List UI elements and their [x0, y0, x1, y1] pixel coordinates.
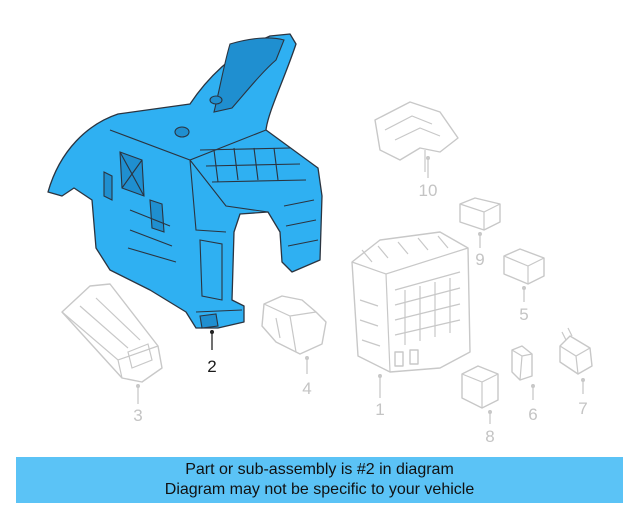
part-5-relay[interactable]: [503, 248, 545, 285]
leader-dot-6: [531, 384, 535, 388]
part-8-relay[interactable]: [461, 365, 499, 409]
callout-4[interactable]: 4: [302, 379, 311, 398]
callout-5[interactable]: 5: [519, 305, 528, 324]
info-banner: Part or sub-assembly is #2 in diagram Di…: [16, 457, 623, 503]
leader-dot-2: [210, 330, 214, 334]
callout-6[interactable]: 6: [528, 405, 537, 424]
banner-line-disclaimer: Diagram may not be specific to your vehi…: [164, 481, 475, 498]
part-7-fuse[interactable]: [559, 327, 593, 375]
leader-dot-10: [426, 156, 430, 160]
callout-9[interactable]: 9: [475, 250, 484, 269]
callout-8[interactable]: 8: [485, 427, 494, 446]
banner-line-part: Part or sub-assembly is #2 in diagram: [185, 461, 454, 478]
leader-dot-7: [581, 378, 585, 382]
part-2-bracket[interactable]: [47, 33, 323, 329]
part-9-relay[interactable]: [459, 197, 501, 231]
part-10-bracket[interactable]: [374, 101, 459, 172]
callout-10[interactable]: 10: [419, 181, 438, 200]
callout-3[interactable]: 3: [133, 406, 142, 425]
part-6-connector[interactable]: [511, 345, 533, 381]
leader-dot-1: [378, 374, 382, 378]
leader-dot-5: [522, 286, 526, 290]
callout-2[interactable]: 2: [207, 357, 216, 376]
parts-diagram: 10 9 5 1 6 7: [47, 33, 593, 446]
leader-dot-9: [478, 232, 482, 236]
callout-1[interactable]: 1: [375, 400, 384, 419]
leader-dot-4: [305, 356, 309, 360]
part-4-bracket[interactable]: [261, 295, 327, 355]
part-3-cover[interactable]: [61, 283, 163, 383]
leader-dot-3: [136, 384, 140, 388]
leader-dot-8: [488, 410, 492, 414]
part-1-fuse-box[interactable]: [351, 231, 471, 373]
callout-7[interactable]: 7: [578, 399, 587, 418]
